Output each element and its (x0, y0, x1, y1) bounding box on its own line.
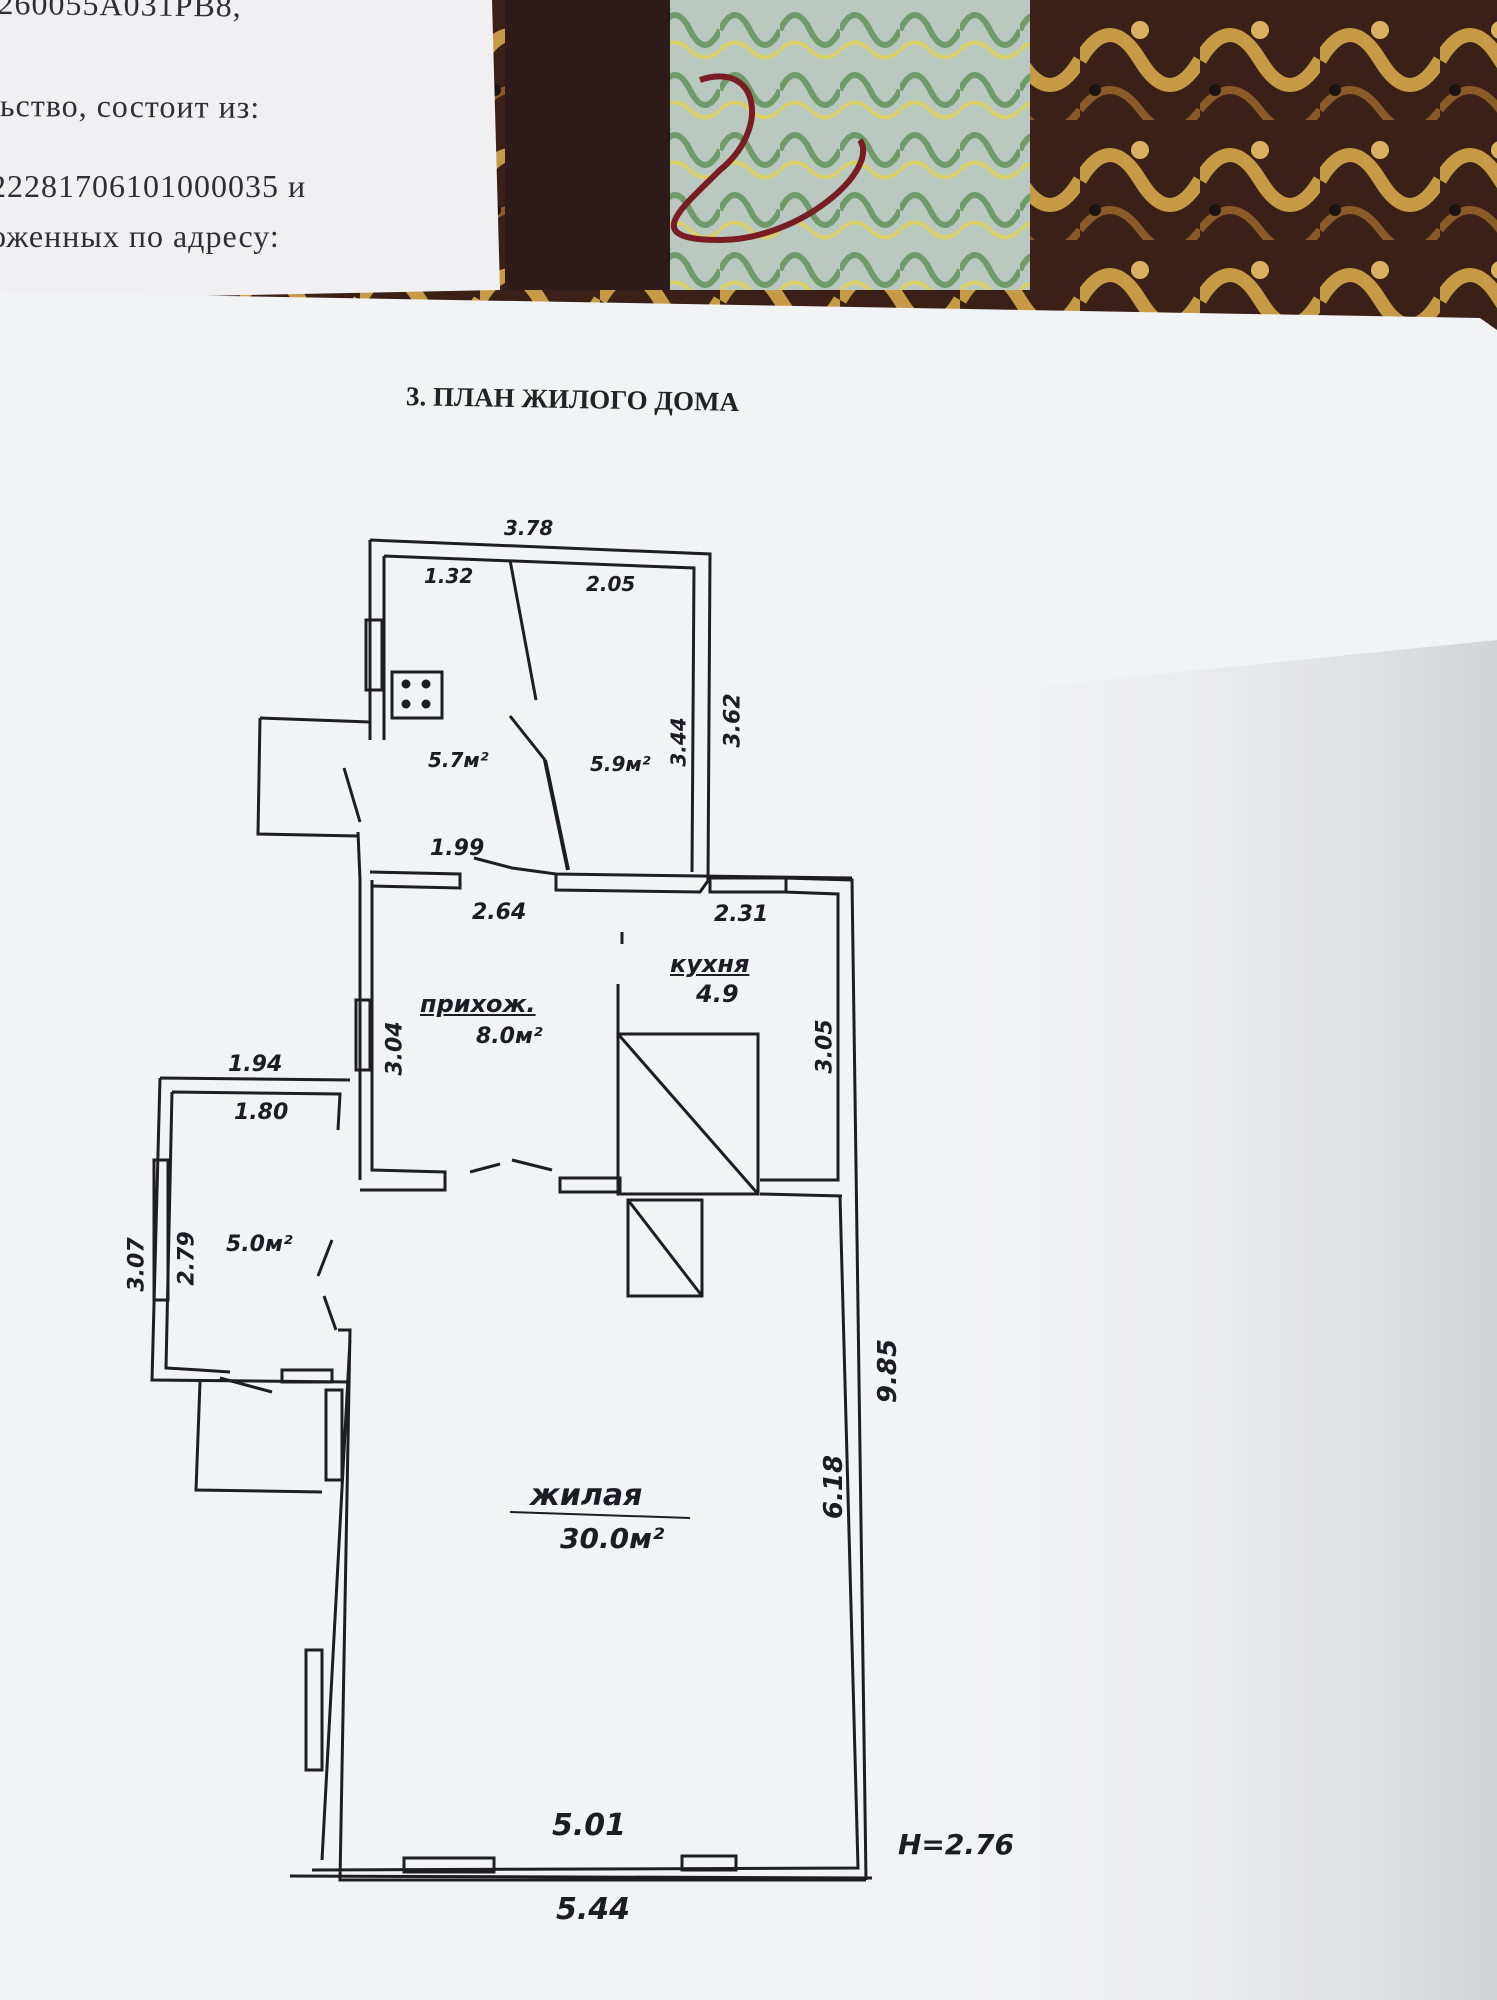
stove-block (616, 1032, 760, 1196)
side-room-walls (150, 1076, 351, 1384)
top-doc-line-1: № 4260055A031PB8, (0, 0, 242, 24)
top-doc-line-4: оженных по адресу: (0, 218, 280, 254)
top-doc-line-2: ьство, состоит из: (0, 87, 261, 125)
window-living-bottom-2 (680, 1854, 738, 1872)
top-document-page (0, 0, 500, 300)
dim-2-79: 2.79 (174, 1231, 200, 1286)
kitchen-label: кухня (670, 950, 750, 978)
dim-1-32: 1.32 (424, 564, 474, 588)
dim-5-44: 5.44 (556, 1892, 631, 1927)
dim-9-85: 9.85 (873, 1338, 904, 1404)
window-living-bottom-1 (402, 1856, 496, 1874)
house-outer-right (783, 876, 868, 1881)
dim-3-05: 3.05 (812, 1019, 838, 1074)
living-area: 30.0м² (560, 1522, 665, 1555)
window-veranda (364, 618, 384, 692)
living-label: жилая (530, 1478, 643, 1513)
partition-veranda (508, 559, 538, 701)
dim-2-05: 2.05 (586, 572, 636, 596)
kitchen-area: 4.9 (696, 980, 739, 1008)
dim-2-31: 2.31 (714, 902, 769, 927)
hallway-walls (358, 880, 447, 1192)
window-living-left-2 (304, 1648, 324, 1772)
porch (256, 716, 371, 838)
dim-1-99: 1.99 (430, 836, 485, 861)
top-doc-line-3: 22281706101000035 и (0, 168, 307, 204)
floor-plan (150, 538, 873, 1882)
window-side-room (152, 1158, 170, 1302)
side-room-porch (194, 1381, 323, 1494)
dim-1-94: 1.94 (228, 1052, 283, 1077)
dim-3-07: 3.07 (124, 1237, 150, 1292)
window-living-left-1 (324, 1388, 344, 1482)
veranda-wall-outer (368, 538, 712, 881)
stove-icon (390, 670, 444, 720)
side-room-area: 5.0м² (226, 1232, 293, 1257)
dim-3-78: 3.78 (504, 516, 554, 540)
tablecloth (670, 0, 1030, 290)
veranda-right-area: 5.9м² (590, 752, 651, 776)
veranda-left-area: 5.7м² (428, 748, 489, 772)
dim-2-64: 2.64 (472, 900, 527, 925)
hallway-label: прихож. (420, 990, 536, 1018)
dim-3-04: 3.04 (382, 1021, 408, 1076)
dim-6-18: 6.18 (819, 1454, 850, 1520)
dim-3-62: 3.62 (720, 693, 746, 748)
veranda-wall-inner (382, 554, 696, 873)
page-shadow (900, 640, 1497, 2000)
dim-5-01: 5.01 (552, 1808, 627, 1843)
window-hallway (354, 998, 372, 1072)
red-string (670, 73, 866, 244)
page-title: 3. ПЛАН ЖИЛОГО ДОМА (405, 381, 740, 417)
hallway-area: 8.0м² (476, 1024, 543, 1049)
dim-3-44: 3.44 (666, 717, 691, 767)
ceiling-height: Н=2.76 (898, 1828, 1014, 1861)
dim-1-80: 1.80 (234, 1100, 289, 1125)
folder-edge (505, 0, 685, 290)
chimney-block (626, 1198, 704, 1298)
